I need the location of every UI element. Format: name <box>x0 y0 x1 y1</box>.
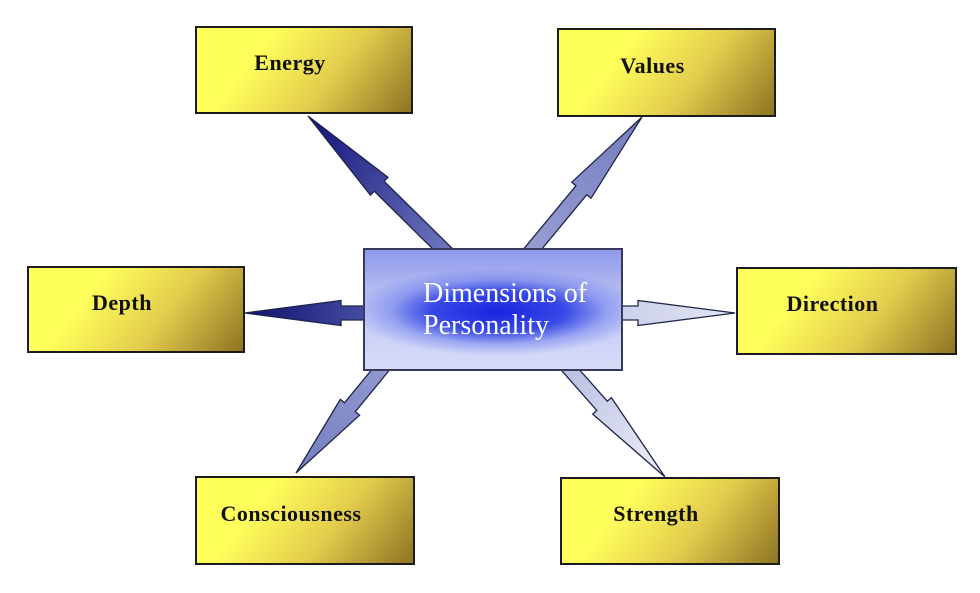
node-energy: Energy <box>195 26 413 114</box>
node-strength-label: Strength <box>613 501 699 526</box>
node-values-label: Values <box>620 52 685 78</box>
node-direction-label: Direction <box>786 291 879 316</box>
arrow-to-values <box>515 116 643 268</box>
arrow-to-energy <box>307 115 462 268</box>
node-values: Values <box>557 28 776 117</box>
arrow-to-depth <box>244 299 379 327</box>
node-depth-label: Depth <box>92 289 152 315</box>
center-node: Dimensions of Personality <box>363 248 623 371</box>
node-direction: Direction <box>736 267 957 355</box>
node-consciousness-label: Consciousness <box>220 500 362 526</box>
center-node-label: Dimensions of Personality <box>423 277 588 341</box>
node-consciousness: Consciousness <box>195 476 415 565</box>
arrow-to-direction <box>607 299 736 327</box>
node-strength: Strength <box>560 477 780 565</box>
node-energy-label: Energy <box>254 50 326 75</box>
node-depth: Depth <box>27 266 245 353</box>
